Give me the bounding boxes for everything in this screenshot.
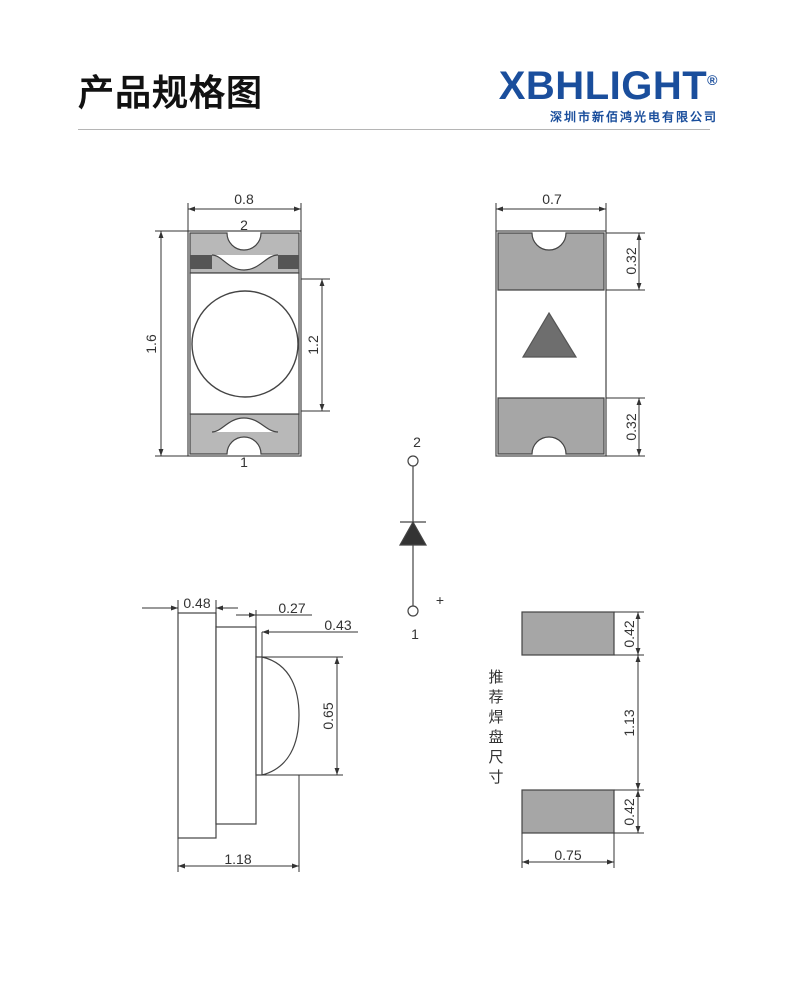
pin-label-1: 1: [240, 454, 248, 470]
dim-top-width: 0.8: [234, 191, 254, 207]
polarity-triangle: [521, 311, 578, 358]
brand-subtitle: 深圳市新佰鸿光电有限公司: [549, 110, 718, 124]
top-view-outline: [187, 230, 302, 457]
recommended-pad-layout: [521, 611, 615, 834]
lens-circle: [191, 290, 299, 398]
dim-pad-gap: 1.13: [621, 709, 637, 736]
dim-side-body: 0.48: [183, 595, 210, 611]
side-lens-dome: [255, 656, 300, 776]
page-title: 产品规格图: [78, 73, 264, 114]
dim-side-dome-offset: 0.27: [278, 600, 305, 616]
dim-pad-top: 0.42: [621, 620, 637, 647]
side-base: [177, 612, 217, 839]
dim-side-total: 1.18: [224, 851, 251, 867]
dim-bottom-pad-top: 0.32: [623, 247, 639, 274]
solder-pad-bottom: [521, 789, 615, 834]
pad-label-char: 盘: [488, 728, 503, 746]
symbol-pin-2: 2: [413, 434, 421, 450]
pad-label-char: 寸: [488, 768, 503, 786]
top-view-lower-terminal: [189, 413, 300, 455]
dim-bottom-width: 0.7: [542, 191, 562, 207]
top-view-upper-terminal: [189, 232, 300, 274]
side-body: [215, 626, 257, 825]
dim-top-length: 1.6: [143, 334, 159, 354]
bottom-pad-upper: [497, 232, 605, 291]
header-divider: [78, 129, 710, 130]
pad-label-char: 荐: [488, 688, 503, 706]
top-view: [187, 230, 302, 457]
brand-logo: XBHLIGHT® 深圳市新佰鸿光电有限公司: [499, 66, 718, 125]
bottom-view: [495, 230, 607, 457]
pad-label-char: 推: [488, 668, 503, 686]
symbol-plus: +: [436, 592, 444, 608]
dim-side-dome-height: 0.65: [320, 702, 336, 729]
side-view: [177, 612, 300, 839]
brand-name: XBHLIGHT: [498, 64, 708, 108]
anode-terminal: [407, 455, 419, 467]
pad-label-char: 焊: [488, 708, 503, 726]
bottom-pad-lower: [497, 397, 605, 455]
registered-mark: ®: [707, 72, 718, 88]
pin-label-2: 2: [240, 217, 248, 233]
dim-pad-width: 0.75: [554, 847, 581, 863]
dim-lens-diameter: 1.2: [305, 335, 321, 355]
dim-pad-bottom: 0.42: [621, 798, 637, 825]
symbol-pin-1: 1: [411, 626, 419, 642]
diode-triangle: [398, 520, 428, 546]
diode-symbol: [398, 455, 428, 617]
dim-side-dome-depth: 0.43: [324, 617, 351, 633]
pad-label-char: 尺: [488, 748, 503, 766]
dim-bottom-pad-bottom: 0.32: [623, 413, 639, 440]
solder-pad-top: [521, 611, 615, 656]
recommended-pad-label: 推 荐 焊 盘 尺 寸: [488, 668, 503, 786]
cathode-terminal: [407, 605, 419, 617]
